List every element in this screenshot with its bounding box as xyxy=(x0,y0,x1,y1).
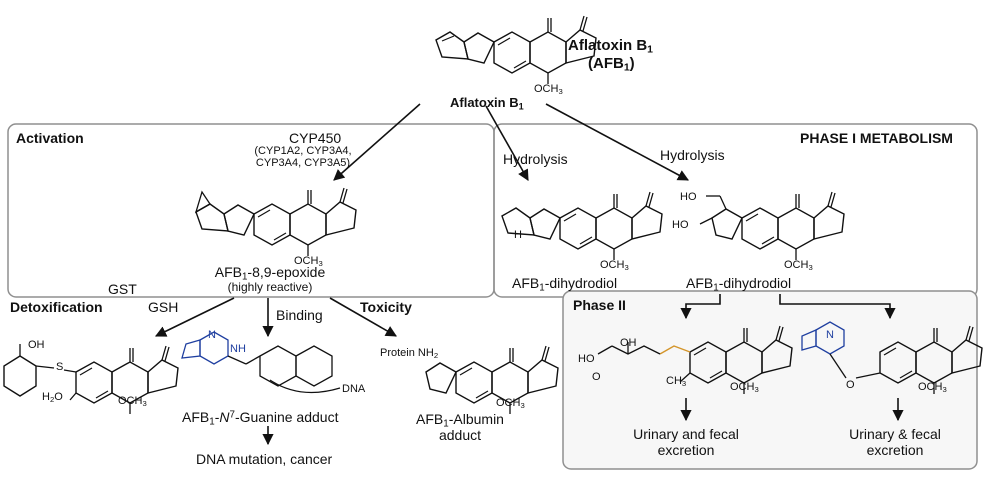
dihydrodiol-b-structure xyxy=(699,191,845,261)
hydrolysis-left-label: Hydrolysis xyxy=(503,151,568,167)
och3-phase2-a: OCH3 xyxy=(730,381,759,394)
o-phase2: O xyxy=(592,371,601,383)
ch3-phase2: CH3 xyxy=(666,375,687,388)
n-atom-purine: N xyxy=(208,329,216,341)
ho-phase2: HO xyxy=(578,353,595,365)
hydrolysis-right-label: Hydrolysis xyxy=(660,147,725,163)
oh-phase2: OH xyxy=(620,337,637,349)
arrow-hydrolysis-left xyxy=(485,105,529,181)
excretion-left-2: excretion xyxy=(657,442,715,458)
och3-epoxide: OCH3 xyxy=(294,255,323,268)
arrow-hydrolysis-right xyxy=(545,103,689,181)
ho-top: HO xyxy=(680,191,697,203)
epoxide-structure xyxy=(194,187,357,257)
phase2-conjugate-b-structure xyxy=(801,321,983,395)
dna-label: DNA xyxy=(342,383,366,395)
arrow-phase2-left xyxy=(680,294,721,320)
cyp-list-line2: CYP3A4, CYP3A5) xyxy=(255,157,351,169)
binding-label: Binding xyxy=(276,307,323,323)
arrow-phase2-right xyxy=(779,294,896,320)
cyp450-label: CYP450 xyxy=(289,130,342,146)
arrow-to-toxicity xyxy=(329,297,397,337)
protein-label: Protein NH2 xyxy=(380,347,439,360)
albumin-adduct-label: AFB1-Albumin xyxy=(416,411,504,430)
activation-title: Activation xyxy=(16,130,84,146)
excretion-left-1: Urinary and fecal xyxy=(633,426,739,442)
arrow-to-detox xyxy=(154,297,235,337)
phase2-conjugate-a-structure xyxy=(597,325,793,395)
epoxide-label: AFB1-8,9-epoxide xyxy=(214,264,326,283)
och3-dihydrodiol-b: OCH3 xyxy=(784,259,813,272)
phase2-box xyxy=(562,290,978,470)
h-atom-a: H xyxy=(514,229,522,241)
och3-parent: OCH3 xyxy=(534,83,563,96)
phase1-box xyxy=(493,123,978,298)
n-atom-pteridine: N xyxy=(826,329,834,341)
albumin-adduct-structure xyxy=(425,345,559,415)
o-pteridine: O xyxy=(846,379,855,391)
aflatoxin-b1-structure xyxy=(435,15,597,85)
dihydrodiol-a-label: AFB1-dihydrodiol xyxy=(512,275,618,294)
excretion-right-1: Urinary & fecal xyxy=(849,426,941,442)
s-atom: S xyxy=(56,361,64,373)
albumin-adduct-line2: adduct xyxy=(438,427,482,443)
och3-albumin: OCH3 xyxy=(496,397,525,410)
arrow-to-epoxide xyxy=(333,103,421,181)
parent-label: Aflatoxin B1 xyxy=(450,95,524,112)
dihydrodiol-a-structure xyxy=(501,191,663,261)
guanine-adduct-structure xyxy=(181,331,341,394)
detox-title: Detoxification xyxy=(10,299,103,315)
och3-phase2-b: OCH3 xyxy=(918,381,947,394)
och3-dihydrodiol-a: OCH3 xyxy=(600,259,629,272)
epoxide-note: (highly reactive) xyxy=(227,280,313,294)
phase1-title: PHASE I METABOLISM xyxy=(800,130,953,146)
guanine-adduct-label: AFB1-N7-Guanine adduct xyxy=(182,409,339,428)
compound-abbr: (AFB1) xyxy=(588,55,635,74)
phase2-title: Phase II xyxy=(573,297,626,313)
nh-atom-purine: NH xyxy=(230,343,246,355)
gsh-conjugate-structure xyxy=(3,344,179,415)
dna-mutation-label: DNA mutation, cancer xyxy=(196,451,333,467)
cyp-list-line1: (CYP1A2, CYP3A4, xyxy=(254,145,352,157)
dihydrodiol-b-label: AFB1-dihydrodiol xyxy=(686,275,792,294)
compound-title: Aflatoxin B1 xyxy=(568,37,654,56)
gst-label: GST xyxy=(108,281,137,297)
excretion-right-2: excretion xyxy=(866,442,924,458)
h2o-label: H2O xyxy=(42,391,63,404)
oh-gsh: OH xyxy=(28,339,45,351)
och3-gsh: OCH3 xyxy=(118,395,147,408)
gsh-label: GSH xyxy=(148,299,179,315)
toxicity-title: Toxicity xyxy=(360,299,412,315)
ho-bottom: HO xyxy=(672,219,689,231)
